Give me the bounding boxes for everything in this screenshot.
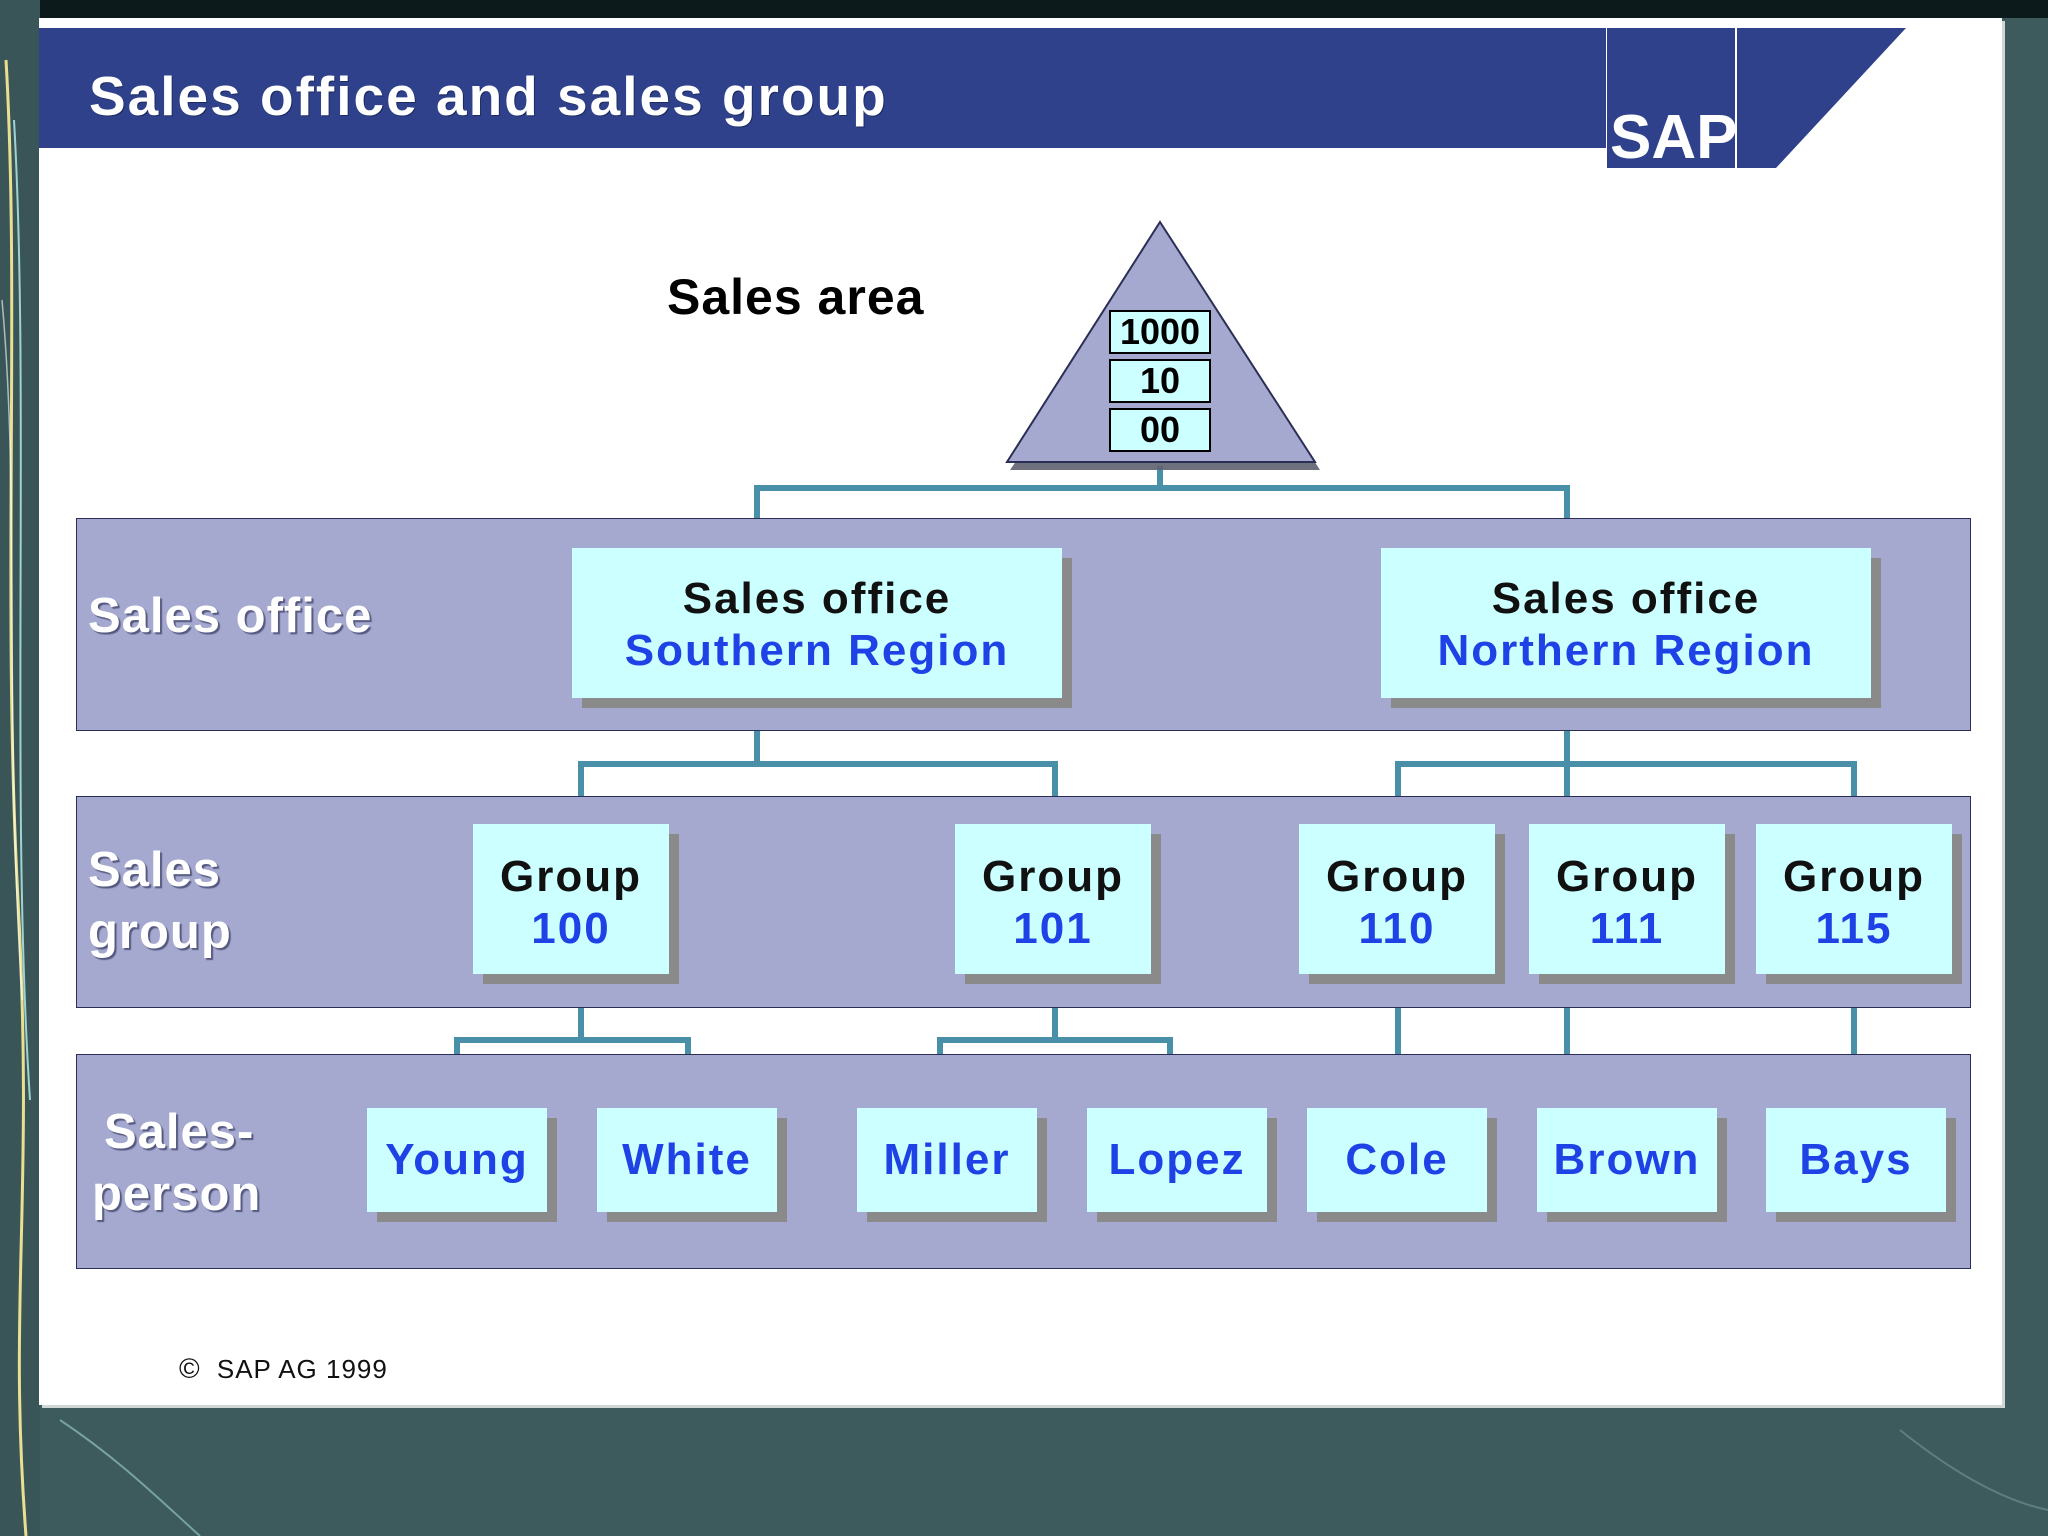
sales-group-110: Group 110 <box>1299 824 1495 974</box>
salesperson-young: Young <box>367 1108 547 1212</box>
group-number: 100 <box>531 904 611 953</box>
sap-logo-text: SAP <box>1610 103 1737 168</box>
salesperson-level-label: Sales- person <box>92 1101 261 1225</box>
salesperson-white: White <box>597 1108 777 1212</box>
salesperson-cole: Cole <box>1307 1108 1487 1212</box>
salesperson-brown: Brown <box>1537 1108 1717 1212</box>
sales-group-115: Group 115 <box>1756 824 1952 974</box>
group-number: 115 <box>1815 904 1893 953</box>
slide-title: Sales office and sales group <box>89 65 888 127</box>
sales-group-label-line2: group <box>88 905 232 959</box>
sales-office-southern: Sales office Southern Region <box>572 548 1062 698</box>
sales-area-label: Sales area <box>667 269 925 325</box>
sales-org-code: 1000 <box>1109 310 1211 354</box>
copyright-text: SAP AG 1999 <box>216 1354 388 1384</box>
group-number: 110 <box>1358 904 1436 953</box>
title-bar: Sales office and sales group <box>39 28 1610 148</box>
salesperson-label-line1: Sales- <box>104 1105 255 1159</box>
salesperson-lopez: Lopez <box>1087 1108 1267 1212</box>
sap-logo: SAP <box>1606 28 1906 168</box>
group-title: Group <box>982 852 1124 901</box>
distribution-channel-code: 10 <box>1109 359 1211 403</box>
copyright-icon: © <box>179 1353 201 1384</box>
division-code: 00 <box>1109 408 1211 452</box>
sales-group-label-line1: Sales <box>88 843 222 897</box>
sales-group-100: Group 100 <box>473 824 669 974</box>
group-title: Group <box>500 852 642 901</box>
salesperson-label-line2: person <box>92 1167 262 1221</box>
office-title: Sales office <box>682 574 952 623</box>
sales-office-level-label: Sales office <box>88 589 373 643</box>
copyright-notice: © SAP AG 1999 <box>179 1353 388 1385</box>
office-name: Southern Region <box>624 626 1010 675</box>
group-title: Group <box>1783 852 1925 901</box>
office-name: Northern Region <box>1437 626 1815 675</box>
office-title: Sales office <box>1491 574 1761 623</box>
slide: Sales office and sales group SAP <box>39 18 2002 1405</box>
group-number: 101 <box>1013 904 1093 953</box>
group-title: Group <box>1556 852 1698 901</box>
sales-group-101: Group 101 <box>955 824 1151 974</box>
sales-group-level-label: Sales group <box>88 839 232 963</box>
group-title: Group <box>1326 852 1468 901</box>
group-number: 111 <box>1589 904 1665 953</box>
salesperson-miller: Miller <box>857 1108 1037 1212</box>
salesperson-bays: Bays <box>1766 1108 1946 1212</box>
sales-group-111: Group 111 <box>1529 824 1725 974</box>
sales-office-northern: Sales office Northern Region <box>1381 548 1871 698</box>
